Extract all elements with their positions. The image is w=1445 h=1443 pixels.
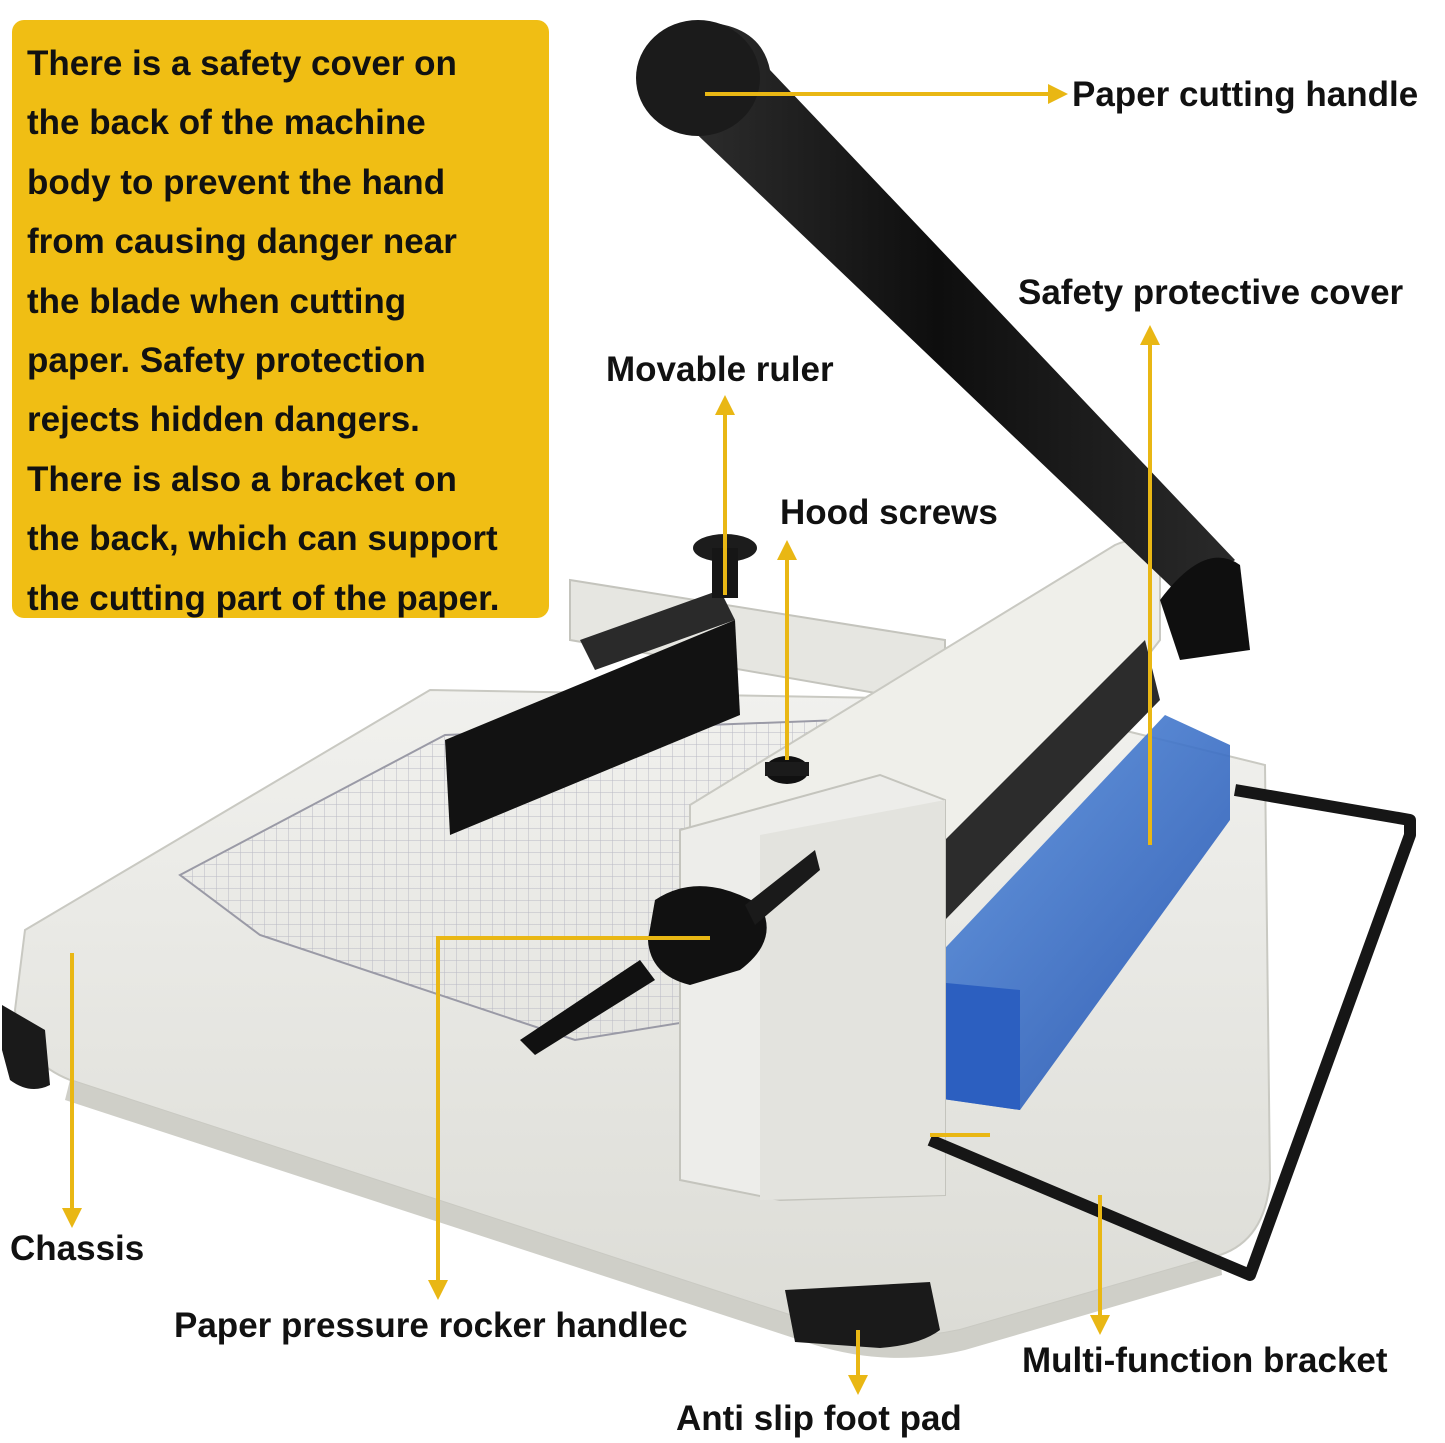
bracket-frame — [927, 784, 1416, 1281]
rocker-handle — [520, 850, 820, 1055]
info-line: the back, which can support — [27, 519, 498, 559]
pressure-clamp — [679, 773, 946, 1202]
label-safety-protective-cover: Safety protective cover — [1018, 273, 1404, 312]
info-line: from causing danger near — [27, 222, 457, 262]
info-line: paper. Safety protection — [27, 341, 426, 381]
hood-screw — [765, 756, 809, 784]
label-multi-function-bracket: Multi-function bracket — [1022, 1341, 1388, 1380]
label-chassis: Chassis — [10, 1229, 145, 1268]
safety-info-box: There is a safety cover on the back of t… — [12, 20, 549, 618]
info-line: the cutting part of the paper. — [27, 578, 500, 618]
info-line: the back of the machine — [27, 103, 426, 143]
info-line: There is also a bracket on — [27, 459, 457, 499]
label-anti-slip-foot-pad: Anti slip foot pad — [676, 1399, 962, 1438]
label-paper-cutting-handle: Paper cutting handle — [1072, 75, 1419, 114]
blade-bar — [935, 640, 1160, 920]
callout-arrows — [62, 84, 1160, 1395]
paper-cutting-handle — [636, 20, 1250, 660]
foot-pad-left — [2, 1005, 50, 1089]
foot-pad-front — [785, 1282, 940, 1348]
info-line: rejects hidden dangers. — [27, 400, 420, 440]
info-line: body to prevent the hand — [27, 162, 446, 202]
info-line: There is a safety cover on — [27, 44, 457, 83]
label-paper-pressure-rocker-handle: Paper pressure rocker handlec — [174, 1306, 688, 1345]
label-movable-ruler: Movable ruler — [606, 350, 834, 389]
label-hood-screws: Hood screws — [780, 493, 998, 532]
info-line: the blade when cutting — [27, 281, 407, 321]
